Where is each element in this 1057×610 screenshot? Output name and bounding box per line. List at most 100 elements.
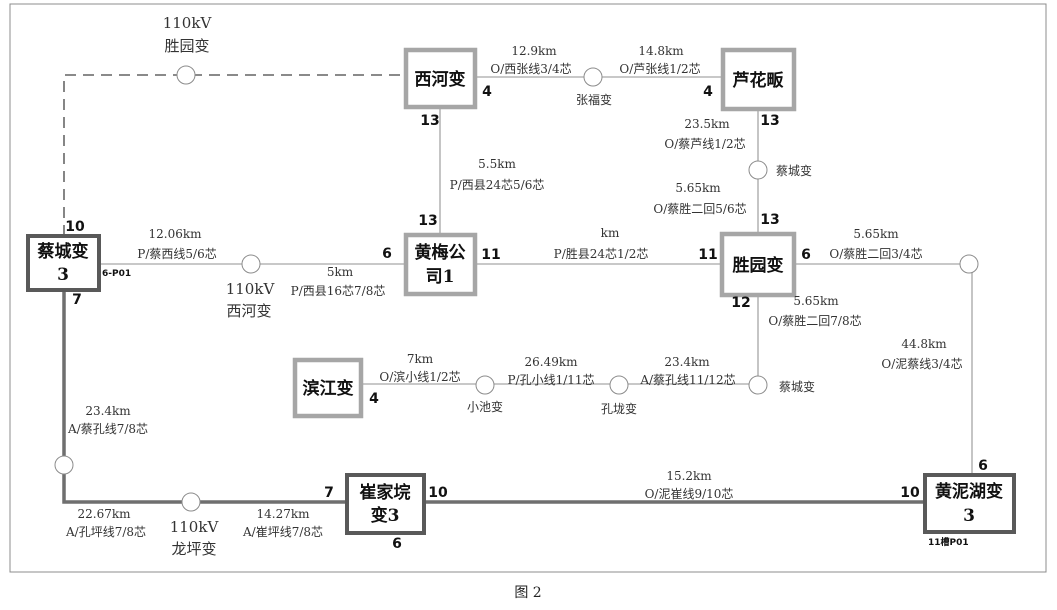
link-length-cuijia-huangni: 15.2km — [666, 469, 712, 483]
link-length-xiaochi-konglong: 26.49km — [524, 355, 578, 369]
link-caicheng-cuijia — [62, 291, 346, 504]
link-length-shengyuan-right: 5.65km — [853, 227, 899, 241]
port-caicheng-right: 6-P01 — [102, 269, 131, 279]
relay-node-zhangfu — [583, 67, 603, 87]
port-binjiang-right: 4 — [369, 391, 379, 407]
link-core-bottom-left: A/孔坪线7/8芯 — [65, 525, 146, 539]
link-core-shengyuan-right: O/蔡胜二回3/4芯 — [829, 246, 922, 261]
link-core-caicheng-xihe110: P/蔡西线5/6芯 — [137, 247, 216, 261]
relay-name-caicheng-top: 蔡城变 — [776, 163, 812, 178]
link-core-huangmei-shengyuan: P/胜县24芯1/2芯 — [554, 246, 649, 261]
station-name-caicheng: 蔡城变 — [37, 241, 89, 262]
station-box-cuijia — [345, 473, 426, 535]
relay-name-xihe110: 西河变 — [226, 302, 271, 320]
link-core-zhangfu-luhua: O/芦张线1/2芯 — [619, 62, 700, 76]
link-length-binjiang-xiaochi: 7km — [407, 352, 434, 366]
relay-node-xiaochi — [475, 375, 495, 395]
relay-names: 110kV 胜园变 张福变 蔡城变 110kV 西河变 小池变 孔垅变 蔡城变 … — [163, 14, 815, 558]
link-length-right-down: 44.8km — [901, 337, 947, 351]
port-huangmei-right: 11 — [481, 247, 500, 263]
station-box-huangni — [923, 473, 1016, 534]
station-box-huangmei — [403, 232, 478, 297]
station-num-huangni: 3 — [963, 506, 975, 526]
relay-node-konglong — [609, 375, 629, 395]
station-name-huangni: 黄泥湖变 — [935, 481, 1003, 502]
link-length-longping-cuijia: 14.27km — [256, 507, 310, 521]
relay-name-longping110: 龙坪变 — [171, 540, 216, 558]
station-box-luhua — [720, 47, 797, 112]
link-length-bottom-left: 22.67km — [77, 507, 131, 521]
relay-name-xiaochi: 小池变 — [467, 399, 503, 414]
link-length-xihe110-huangmei: 5km — [327, 265, 354, 279]
port-xihe-bottom: 13 — [420, 113, 439, 129]
link-core-shengyuan-down: O/蔡胜二回7/8芯 — [768, 313, 861, 328]
link-length-xihe-huangmei: 5.5km — [478, 157, 516, 171]
port-cuijia-left: 7 — [324, 485, 334, 501]
station-box-xihe — [403, 47, 478, 110]
port-caicheng-bottom: 7 — [72, 292, 82, 308]
link-labels: 12.9km O/西张线3/4芯 14.8km O/芦张线1/2芯 5.5km … — [65, 44, 963, 539]
link-length-relay-shengyuan: 5.65km — [675, 181, 721, 195]
link-core-longping-cuijia: A/崔坪线7/8芯 — [242, 525, 323, 539]
station-name-luhua: 芦花畈 — [733, 70, 784, 91]
link-dashed-caicheng-xihe — [63, 74, 405, 236]
relay-name-zhangfu: 张福变 — [576, 92, 612, 107]
port-shengyuan-top: 13 — [760, 212, 779, 228]
station-name-cuijia-1: 崔家垸 — [359, 482, 411, 503]
station-name-shengyuan: 胜园变 — [733, 255, 784, 276]
port-huangmei-left: 6 — [382, 246, 392, 262]
relay-node-shengyuan110 — [176, 65, 196, 85]
port-shengyuan-right: 6 — [801, 247, 811, 263]
station-box-shengyuan — [719, 231, 797, 298]
relay-node-caicheng-top — [748, 160, 768, 180]
port-numbers: 4 13 4 13 13 6 11 10 6-P01 7 13 11 6 12 … — [65, 84, 988, 552]
port-luhua-bottom-left: 4 — [703, 84, 713, 100]
relay-node-xihe110 — [241, 254, 261, 274]
station-name-cuijia-2: 变3 — [371, 505, 400, 526]
relay-kv-longping110: 110kV — [170, 518, 220, 536]
station-name-xihe: 西河变 — [415, 69, 466, 90]
link-length-konglong-caicheng: 23.4km — [664, 355, 710, 369]
link-core-xiaochi-konglong: P/孔小线1/11芯 — [507, 373, 594, 387]
link-core-binjiang-xiaochi: O/滨小线1/2芯 — [379, 369, 460, 384]
relay-node-longping110 — [181, 492, 201, 512]
port-cuijia-bottom: 6 — [392, 536, 402, 552]
relay-kv-shengyuan110: 110kV — [163, 14, 213, 32]
relay-node-right — [959, 254, 979, 274]
station-boxes — [26, 47, 1016, 535]
link-length-luhua-relay: 23.5km — [684, 117, 730, 131]
relay-nodes — [54, 65, 979, 512]
link-core-konglong-caicheng: A/蔡孔线11/12芯 — [639, 373, 735, 387]
link-length-zhangfu-luhua: 14.8km — [638, 44, 684, 58]
station-names: 西河变 芦花畈 蔡城变 3 黄梅公 司1 胜园变 滨江变 崔家垸 变3 黄泥湖变… — [37, 69, 1004, 526]
port-caicheng-top: 10 — [65, 219, 85, 235]
link-length-caicheng-xihe110: 12.06km — [148, 227, 202, 241]
relay-node-caicheng-bottom — [748, 375, 768, 395]
relay-name-konglong: 孔垅变 — [601, 401, 637, 416]
station-name-huangmei-2: 司1 — [426, 267, 455, 287]
port-shengyuan-bottom: 12 — [731, 295, 750, 311]
link-core-xihe-huangmei: P/西县24芯5/6芯 — [450, 178, 545, 192]
port-cuijia-right: 10 — [428, 485, 448, 501]
port-huangni-left: 10 — [900, 485, 920, 501]
link-length-xihe-zhangfu: 12.9km — [511, 44, 557, 58]
link-lines — [62, 74, 973, 504]
port-huangmei-top: 13 — [418, 213, 437, 229]
link-core-caicheng-down: A/蔡孔线7/8芯 — [67, 422, 148, 436]
relay-name-caicheng-bottom: 蔡城变 — [779, 379, 815, 394]
station-box-caicheng — [26, 234, 101, 292]
port-shengyuan-left: 11 — [698, 247, 717, 263]
station-name-huangmei-1: 黄梅公 — [415, 242, 466, 263]
relay-node-left — [54, 455, 74, 475]
link-length-huangmei-shengyuan: km — [601, 226, 620, 240]
port-luhua-bottom: 13 — [760, 113, 779, 129]
link-core-xihe-zhangfu: O/西张线3/4芯 — [490, 62, 571, 76]
port-xihe-bottom-left: 4 — [482, 84, 492, 100]
station-name-binjiang: 滨江变 — [303, 378, 354, 399]
diagram-frame — [9, 3, 1047, 573]
station-num-caicheng: 3 — [57, 265, 69, 285]
relay-kv-xihe110: 110kV — [226, 280, 276, 298]
port-huangni-bottom: 11槽P01 — [928, 536, 969, 548]
link-core-luhua-relay: O/蔡芦线1/2芯 — [664, 137, 745, 151]
